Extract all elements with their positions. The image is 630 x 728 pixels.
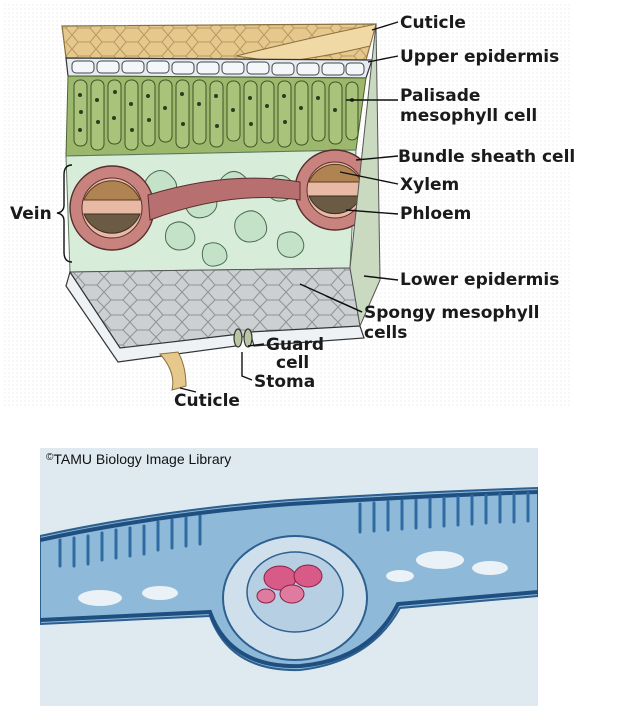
micrograph-air-spaces (78, 551, 508, 606)
vein-channel (147, 177, 301, 221)
chloroplast-dots (78, 90, 354, 132)
label-palisade-line1: Palisade (400, 86, 480, 106)
upper-epidermis-cells (71, 60, 365, 76)
vein-right (294, 149, 376, 231)
micrograph-upper-epidermis (40, 490, 538, 542)
lower-epidermis-layer-right (249, 325, 365, 347)
label-upper-epidermis: Upper epidermis (400, 47, 559, 67)
label-bundle-sheath: Bundle sheath cell (398, 147, 575, 167)
palisade-cells (73, 79, 359, 151)
cuticle-bottom-flap (158, 351, 187, 391)
label-cuticle-bottom: Cuticle (174, 391, 240, 410)
leaf-block (61, 23, 381, 391)
micrograph-lower-epidermis (40, 590, 538, 669)
label-vein: Vein (10, 204, 52, 224)
micrograph-credit: ©TAMU Biology Image Library (46, 451, 231, 467)
leaf-cross-section-diagram: Cuticle Upper epidermis Palisade mesophy… (4, 4, 575, 410)
micrograph-vascular-bundle (222, 535, 368, 661)
vein-left (69, 165, 155, 251)
vein-bracket (56, 164, 73, 263)
leaf-micrograph: ©TAMU Biology Image Library (40, 448, 538, 706)
leader-lines (179, 21, 399, 393)
label-guard-line1: Guard (266, 335, 324, 355)
micrograph-palisade (58, 491, 530, 568)
label-palisade-line2: mesophyll cell (400, 106, 537, 126)
label-spongy-line1: Spongy mesophyll (364, 303, 539, 323)
label-cuticle-top: Cuticle (400, 13, 466, 33)
label-xylem: Xylem (400, 175, 459, 195)
label-guard-line2: cell (276, 353, 309, 373)
guard-cells (233, 328, 253, 348)
label-lower-epidermis: Lower epidermis (400, 270, 559, 290)
label-stoma: Stoma (254, 372, 315, 392)
label-phloem: Phloem (400, 204, 471, 224)
label-spongy-line2: cells (364, 323, 407, 343)
